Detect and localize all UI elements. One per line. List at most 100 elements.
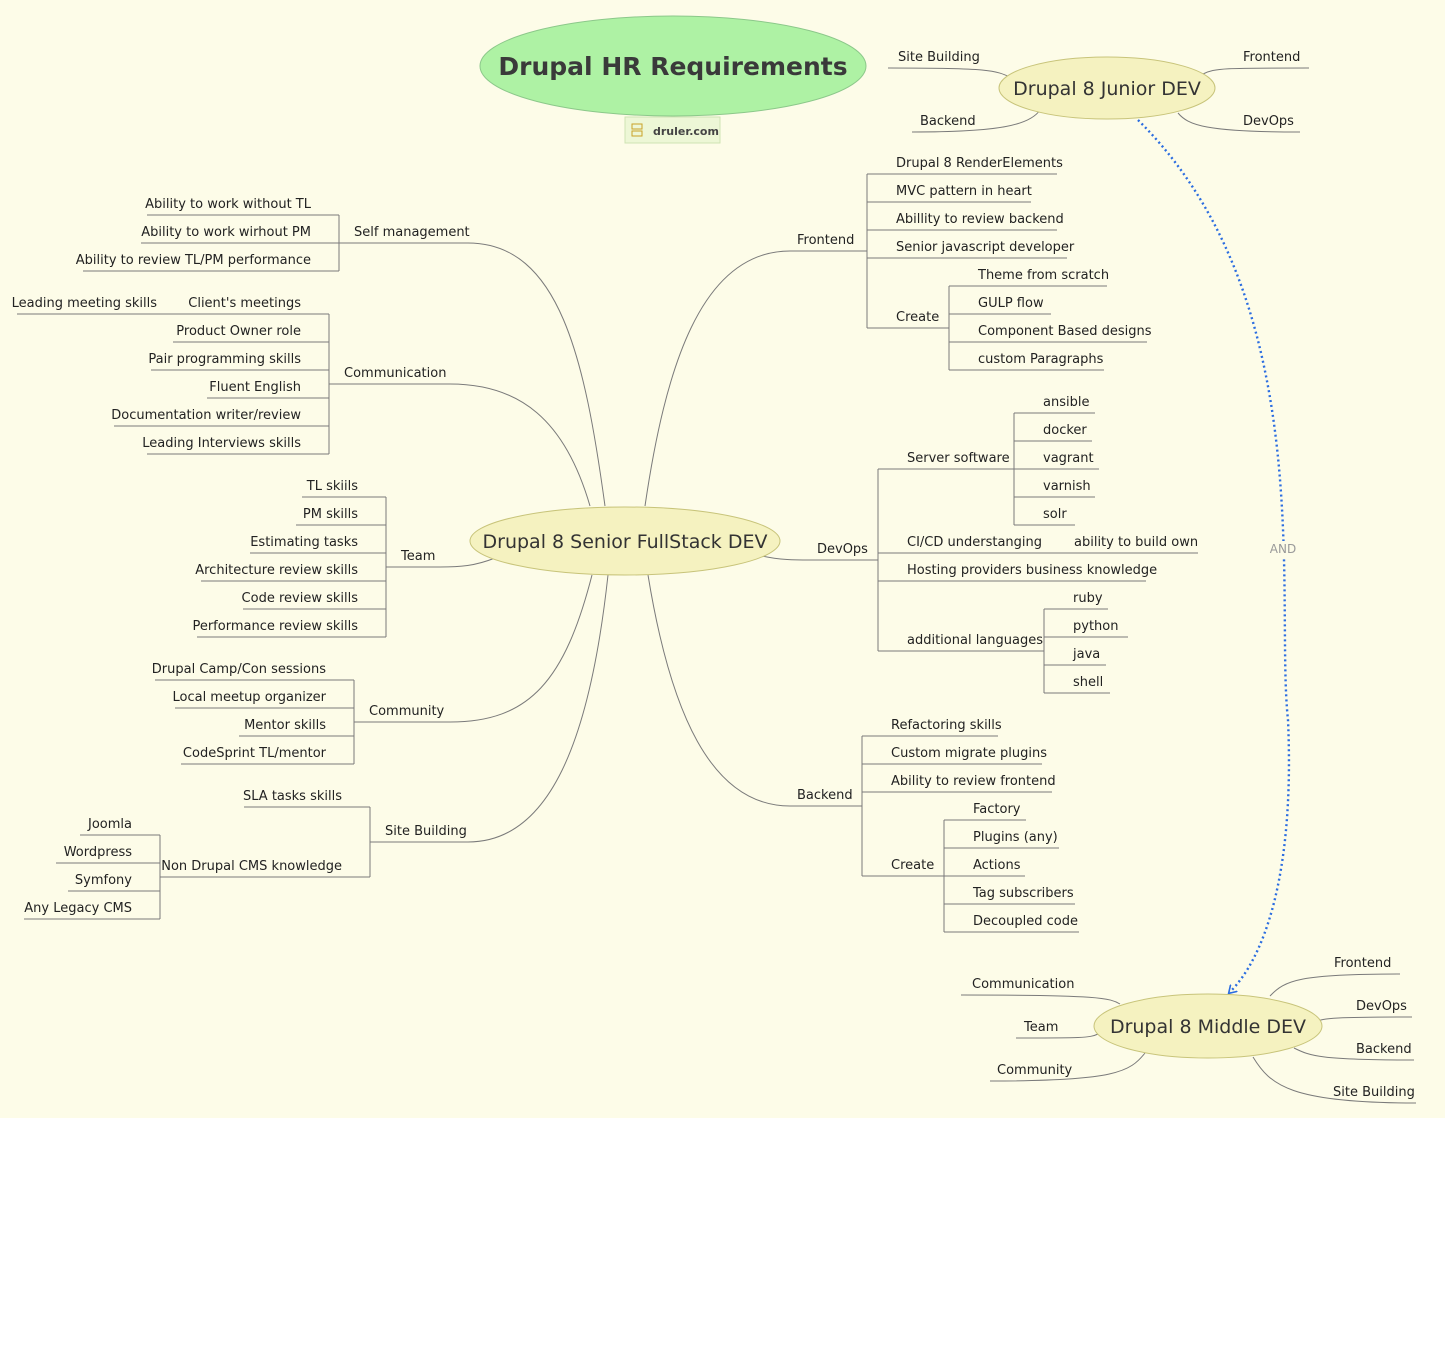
leaf-item: varnish [1043, 479, 1091, 494]
branch-label: Backend [797, 788, 853, 803]
middle-branch: Frontend [1334, 956, 1391, 971]
leaf-item: Leading meeting skills [12, 296, 158, 311]
senior-topic[interactable]: Drupal 8 Senior FullStack DEV [469, 506, 781, 576]
branch-site-building[interactable]: Site Building SLA tasks skills Non Drupa… [24, 789, 468, 920]
leaf-item: Component Based designs [978, 324, 1152, 339]
branch-backend[interactable]: Backend Refactoring skills Custom migrat… [790, 718, 1079, 933]
leaf-item: Any Legacy CMS [24, 901, 132, 916]
leaf-item: Plugins (any) [973, 830, 1058, 845]
leaf-item: java [1072, 647, 1100, 662]
branch-devops[interactable]: DevOps Server software CI/CD understangi… [810, 395, 1198, 694]
leaf-item: Ability to work without TL [145, 197, 312, 212]
leaf-item: GULP flow [978, 296, 1044, 311]
leaf-item: Performance review skills [192, 619, 358, 634]
leaf-item: Hosting providers business knowledge [907, 563, 1157, 578]
branch-community[interactable]: Community Drupal Camp/Con sessions Local… [152, 662, 450, 765]
leaf-item: shell [1073, 675, 1103, 690]
leaf-item: Drupal Camp/Con sessions [152, 662, 326, 677]
leaf-item: Code review skills [242, 591, 359, 606]
branch-label: DevOps [817, 542, 868, 557]
middle-branch: Community [997, 1063, 1073, 1078]
root-link[interactable]: druler.com [624, 116, 721, 144]
leaf-item: Ability to review frontend [891, 774, 1056, 789]
leaf-item: Actions [973, 858, 1021, 873]
leaf-item: Tag subscribers [972, 886, 1074, 901]
leaf-item: TL skiils [306, 479, 358, 494]
branch-label: Communication [344, 366, 446, 381]
leaf-item: docker [1043, 423, 1087, 438]
branch-label: Frontend [797, 233, 854, 248]
relation-label: AND [1270, 542, 1296, 556]
root-title: Drupal HR Requirements [498, 52, 847, 81]
branch-communication[interactable]: Communication Client's meetings Leading … [12, 296, 450, 455]
leaf-item: Refactoring skills [891, 718, 1002, 733]
leaf-item: additional languages [907, 633, 1043, 648]
leaf-item: ruby [1073, 591, 1103, 606]
branch-frontend[interactable]: Frontend Drupal 8 RenderElements MVC pat… [790, 156, 1152, 371]
leaf-item: vagrant [1043, 451, 1094, 466]
middle-branch: Communication [972, 977, 1074, 992]
junior-branch: DevOps [1243, 114, 1294, 129]
leaf-item: custom Paragraphs [978, 352, 1104, 367]
middle-branch: Backend [1356, 1042, 1412, 1057]
leaf-item: Senior javascript developer [896, 240, 1075, 255]
mindmap-svg: Drupal HR Requirements druler.com Drupal… [12, 15, 1417, 1104]
leaf-item: Leading Interviews skills [142, 436, 301, 451]
leaf-item: Drupal 8 RenderElements [896, 156, 1063, 171]
leaf-item: solr [1043, 507, 1067, 522]
middle-title: Drupal 8 Middle DEV [1110, 1016, 1306, 1038]
leaf-item: Client's meetings [188, 296, 301, 311]
leaf-item: Product Owner role [176, 324, 301, 339]
leaf-item: Create [896, 310, 939, 325]
leaf-item: Documentation writer/review [111, 408, 301, 423]
leaf-item: Custom migrate plugins [891, 746, 1047, 761]
middle-branch: Team [1023, 1020, 1058, 1035]
leaf-item: ability to build own [1074, 535, 1198, 550]
relation-arrow[interactable]: AND [1137, 119, 1300, 992]
leaf-item: Joomla [87, 817, 132, 832]
leaf-item: CI/CD understanging [907, 535, 1042, 550]
junior-branch: Frontend [1243, 50, 1300, 65]
leaf-item: Theme from scratch [977, 268, 1109, 283]
leaf-item: Server software [907, 451, 1010, 466]
leaf-item: Ability to review TL/PM performance [76, 253, 311, 268]
junior-branch: Site Building [898, 50, 980, 65]
junior-topic[interactable]: Drupal 8 Junior DEV Site Building Fronte… [887, 50, 1310, 133]
leaf-item: Create [891, 858, 934, 873]
middle-branch: DevOps [1356, 999, 1407, 1014]
junior-title: Drupal 8 Junior DEV [1013, 78, 1201, 100]
leaf-item: CodeSprint TL/mentor [183, 746, 327, 761]
leaf-item: python [1073, 619, 1118, 634]
branch-label: Site Building [385, 824, 467, 839]
leaf-item: Non Drupal CMS knowledge [161, 859, 342, 874]
leaf-item: Local meetup organizer [172, 690, 326, 705]
leaf-item: MVC pattern in heart [896, 184, 1032, 199]
branch-label: Self management [354, 225, 470, 240]
leaf-item: Mentor skills [244, 718, 326, 733]
leaf-item: Decoupled code [973, 914, 1078, 929]
root-link-text: druler.com [653, 125, 719, 138]
leaf-item: Symfony [75, 873, 132, 888]
mindmap-canvas: Drupal HR Requirements druler.com Drupal… [0, 0, 1445, 1118]
leaf-item: SLA tasks skills [243, 789, 342, 804]
middle-branch: Site Building [1333, 1085, 1415, 1100]
link-icon [631, 123, 643, 137]
leaf-item: Wordpress [64, 845, 132, 860]
branch-label: Community [369, 704, 445, 719]
branch-label: Team [400, 549, 435, 564]
leaf-item: Fluent English [209, 380, 301, 395]
leaf-item: ansible [1043, 395, 1089, 410]
leaf-item: Architecture review skills [195, 563, 358, 578]
leaf-item: Estimating tasks [250, 535, 358, 550]
middle-topic[interactable]: Drupal 8 Middle DEV Communication Team C… [960, 956, 1417, 1104]
leaf-item: Ability to work wirhout PM [141, 225, 311, 240]
junior-branch: Backend [920, 114, 976, 129]
root-topic[interactable]: Drupal HR Requirements [479, 15, 867, 117]
leaf-item: Pair programming skills [148, 352, 301, 367]
leaf-item: PM skills [303, 507, 358, 522]
senior-title: Drupal 8 Senior FullStack DEV [483, 531, 768, 553]
branch-team[interactable]: Team TL skiils PM skills Estimating task… [192, 479, 440, 638]
branch-self-management[interactable]: Self management Ability to work without … [76, 197, 470, 272]
leaf-item: Abillity to review backend [896, 212, 1064, 227]
leaf-item: Factory [973, 802, 1021, 817]
